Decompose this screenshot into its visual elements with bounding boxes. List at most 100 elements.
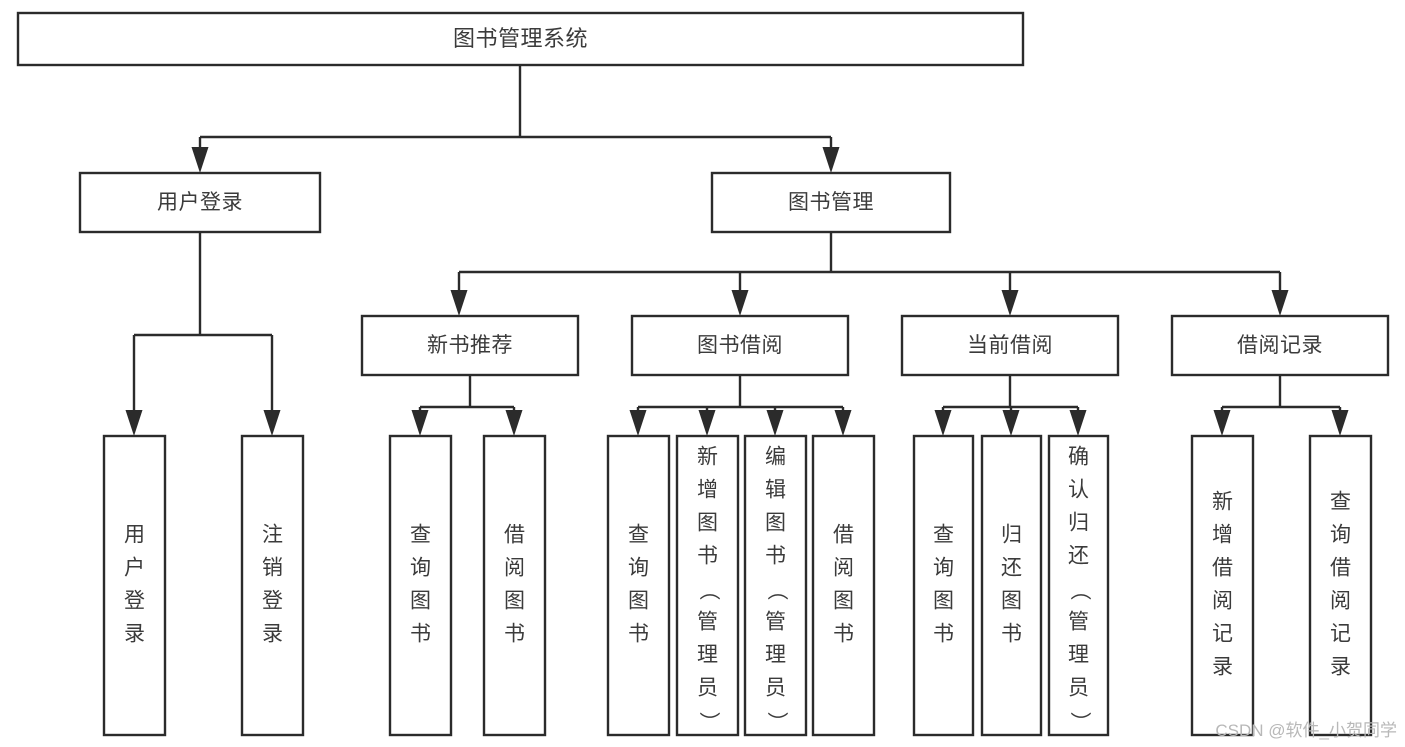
connector-borrow-record-to-leaves [1213, 375, 1349, 436]
node-level3-新书推荐-0[interactable]: 新书推荐 [360, 314, 580, 377]
node-box[interactable] [743, 434, 808, 737]
node-box[interactable] [482, 434, 547, 737]
node-box[interactable] [1170, 314, 1390, 377]
node-box[interactable] [912, 434, 975, 737]
node-level3-借阅记录-3[interactable]: 借阅记录 [1170, 314, 1390, 377]
node-label-char: 归 [1001, 524, 1022, 547]
node-box[interactable] [980, 434, 1043, 737]
node-label-char: 图 [628, 590, 649, 613]
node-label-char: 借 [1330, 557, 1351, 580]
node-label-char: 员 [697, 677, 718, 700]
node-label-char: 查 [1330, 491, 1351, 514]
node-label-char: 阅 [1330, 590, 1351, 613]
node-box[interactable] [900, 314, 1120, 377]
node-label: 用户登录 [157, 191, 243, 214]
node-box[interactable] [675, 434, 740, 737]
node-box[interactable] [1047, 434, 1110, 737]
node-box[interactable] [630, 314, 850, 377]
node-level2-用户登录-0[interactable]: 用户登录 [78, 171, 322, 234]
node-box[interactable] [78, 171, 322, 234]
node-label-char: 归 [1068, 512, 1089, 535]
node-label-char: 理 [1068, 644, 1089, 667]
node-label-char: 记 [1330, 623, 1351, 646]
node-label-char: 书 [697, 545, 718, 568]
node-label-char: 录 [1330, 656, 1351, 679]
node-box[interactable] [360, 314, 580, 377]
csdn-watermark: CSDN @软件_小贺同学 [1215, 721, 1397, 740]
node-box[interactable] [16, 11, 1025, 67]
node-label-char: 登 [124, 590, 145, 613]
arrow-head-icon [629, 410, 647, 436]
node-box[interactable] [1308, 434, 1373, 737]
node-label-char: 借 [1212, 557, 1233, 580]
node-label-char: ） [697, 712, 720, 733]
node-leaf-用户登录-0[interactable]: 用户登录 [102, 434, 167, 737]
node-label-char: 询 [410, 557, 431, 580]
node-label-char: 编 [765, 446, 786, 469]
node-label-char: 阅 [833, 557, 854, 580]
node-label-char: 询 [933, 557, 954, 580]
node-label-char: 图 [1001, 590, 1022, 613]
node-box[interactable] [240, 434, 305, 737]
node-label-char: 还 [1001, 557, 1022, 580]
connector-user-login-to-leaves [125, 232, 281, 436]
node-label-char: 书 [933, 623, 954, 646]
node-label-char: 阅 [1212, 590, 1233, 613]
node-level3-图书借阅-1[interactable]: 图书借阅 [630, 314, 850, 377]
arrow-head-icon [698, 410, 716, 436]
node-label-char: 图 [765, 512, 786, 535]
arrow-head-icon [1213, 410, 1231, 436]
node-box[interactable] [606, 434, 671, 737]
arrow-head-icon [731, 290, 749, 316]
node-label-char: ） [1068, 712, 1091, 733]
connector-layer [125, 65, 1349, 436]
node-label: 图书借阅 [697, 334, 783, 357]
node-label-char: 管 [1068, 611, 1089, 634]
node-box[interactable] [710, 171, 952, 234]
node-label-char: 录 [1212, 656, 1233, 679]
connector-new-book-to-leaves [411, 375, 523, 436]
node-label-char: 注 [262, 524, 283, 547]
node-box[interactable] [388, 434, 453, 737]
node-label-char: 理 [697, 644, 718, 667]
node-label-char: 查 [410, 524, 431, 547]
node-level2-图书管理-1[interactable]: 图书管理 [710, 171, 952, 234]
arrow-head-icon [834, 410, 852, 436]
node-label-char: （ [765, 580, 788, 601]
node-label-char: 辑 [765, 479, 786, 502]
arrow-head-icon [505, 410, 523, 436]
node-level3-当前借阅-2[interactable]: 当前借阅 [900, 314, 1120, 377]
node-label-char: ） [765, 712, 788, 733]
node-label-char: 书 [1001, 623, 1022, 646]
node-label: 当前借阅 [967, 334, 1053, 357]
node-label-char: 登 [262, 590, 283, 613]
node-box[interactable] [102, 434, 167, 737]
node-box[interactable] [811, 434, 876, 737]
node-label-char: 增 [1212, 524, 1233, 547]
connector-book-manage-to-level3 [450, 232, 1289, 316]
node-label-char: 图 [833, 590, 854, 613]
node-label-char: 销 [262, 557, 283, 580]
node-root-图书管理系统-0[interactable]: 图书管理系统 [16, 11, 1025, 67]
node-label-char: 借 [833, 524, 854, 547]
node-label-char: （ [697, 580, 720, 601]
arrow-head-icon [822, 147, 840, 173]
node-label-char: 书 [504, 623, 525, 646]
arrow-head-icon [191, 147, 209, 173]
arrow-head-icon [1331, 410, 1349, 436]
node-box[interactable] [1190, 434, 1255, 737]
